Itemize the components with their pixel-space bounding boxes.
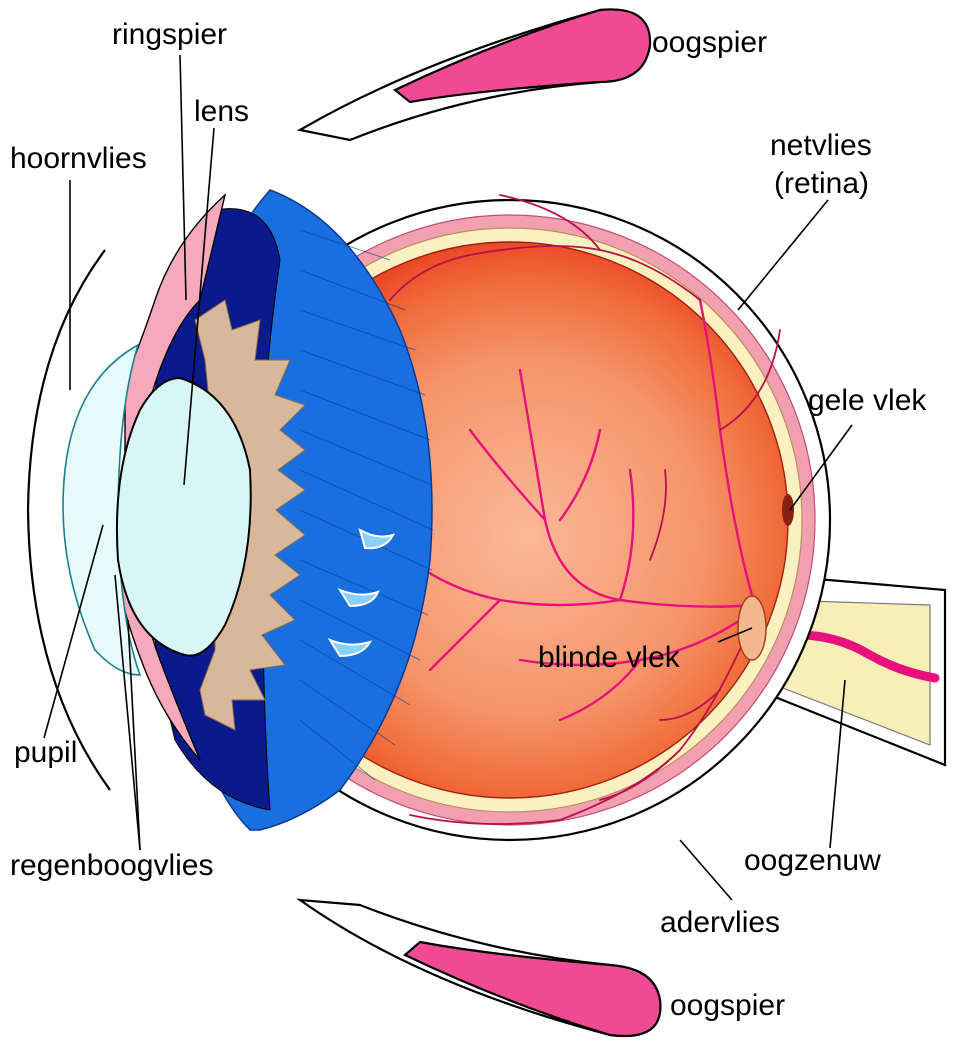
label-gele-vlek: gele vlek [808,384,927,417]
label-adervlies: adervlies [660,906,780,939]
label-netvlies: netvlies [770,129,872,162]
label-blinde-vlek: blinde vlek [538,641,681,674]
label-retina: (retina) [774,167,869,200]
bottom-eye-muscle [300,900,660,1036]
label-oogzenuw: oogzenuw [744,844,881,877]
lens [117,378,251,656]
top-eye-muscle [300,9,650,140]
label-oogspier-bottom: oogspier [670,989,785,1022]
label-hoornvlies: hoornvlies [10,142,147,175]
label-ringspier: ringspier [112,18,227,51]
label-regenboogvlies: regenboogvlies [10,849,213,882]
label-oogspier-top: oogspier [652,26,767,59]
macula [782,494,794,526]
label-lens: lens [194,95,249,128]
label-pupil: pupil [14,736,77,769]
